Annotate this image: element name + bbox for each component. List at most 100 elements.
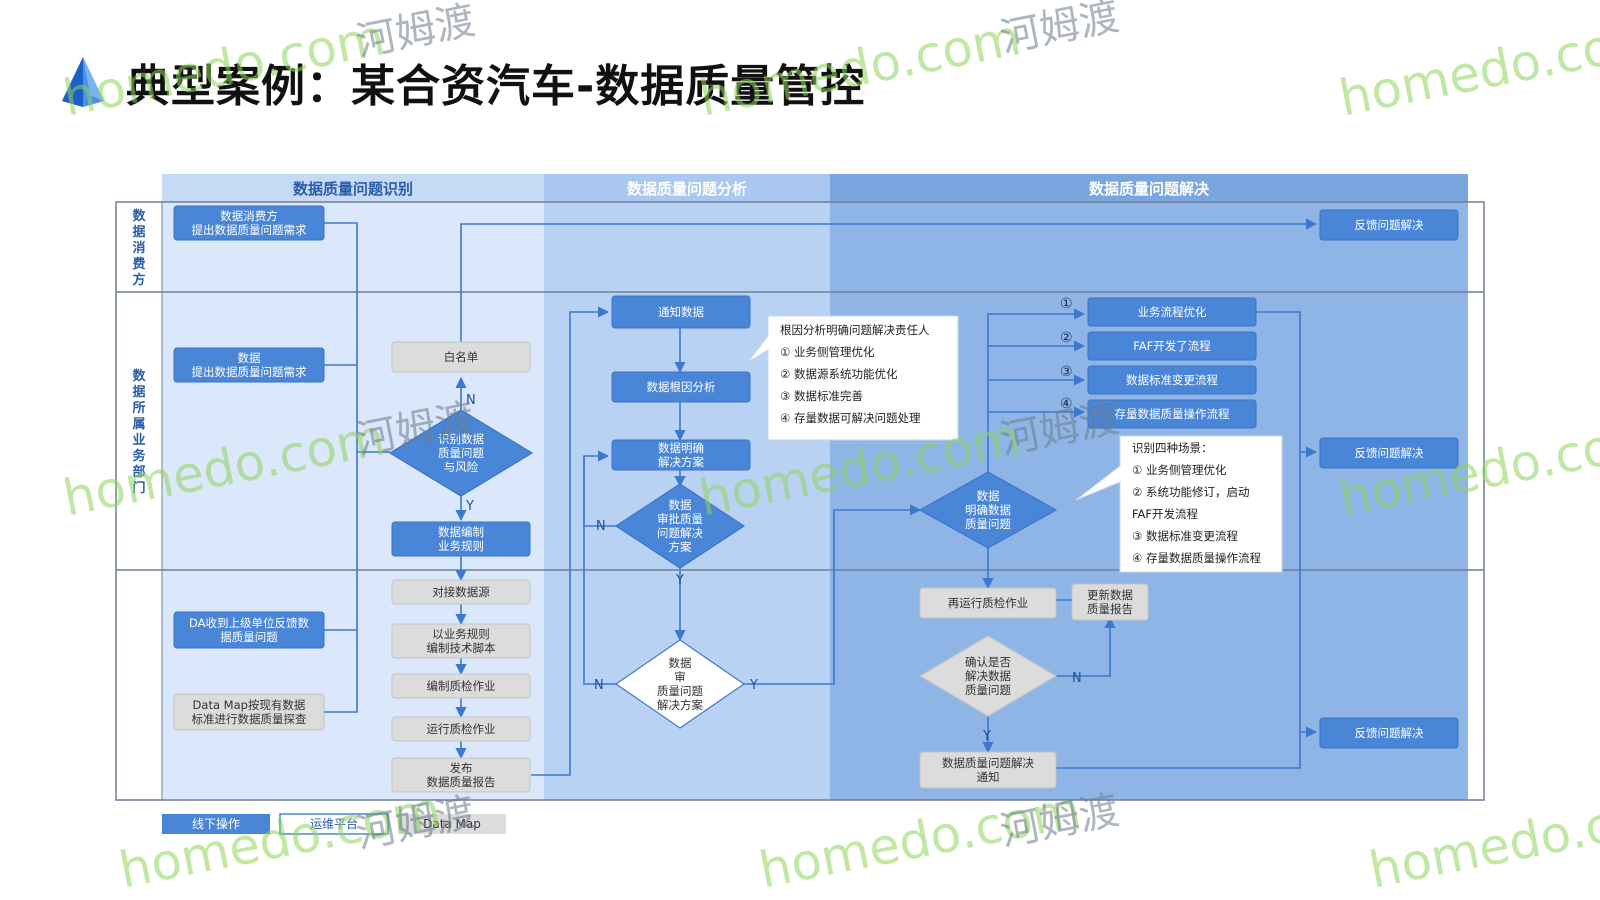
branch-label-n-confirm: N [1072, 671, 1082, 686]
lane-label-1: 数据消费方 [132, 208, 146, 288]
node-write-job: 编制质检作业 [391, 673, 531, 699]
option-number-3: ③ [1060, 364, 1073, 380]
node-label: 数据编制业务规则 [438, 525, 484, 553]
callout-line: ④ 存量数据质量操作流程 [1132, 551, 1261, 565]
legend-ops-swatch [279, 813, 389, 835]
node-label: Data Map按现有数据标准进行数据质量探查 [192, 698, 307, 726]
node-label: 确认是否解决数据质量问题 [965, 655, 1011, 697]
branch-label-y-approve: Y [749, 678, 758, 693]
page-title: 典型案例：某合资汽车-数据质量管控 [126, 61, 866, 112]
node-root-cause: 数据根因分析 [611, 371, 751, 403]
node-label: 发布数据质量报告 [427, 761, 496, 789]
title-bar: 典型案例：某合资汽车-数据质量管控 [60, 52, 865, 112]
node-label: 再运行质检作业 [948, 596, 1029, 610]
node-label: 业务流程优化 [1138, 305, 1207, 319]
legend-offline-swatch [162, 814, 270, 834]
node-identify: 识别数据质量问题与风险 [388, 409, 534, 497]
node-confirm: 确认是否解决数据质量问题 [918, 635, 1058, 717]
callout-line: 根因分析明确问题解决责任人 [780, 323, 930, 337]
node-approve: 数据审质量问题解决方案 [614, 639, 746, 729]
legend-ops-label: 运维平台 [310, 816, 358, 831]
node-label: 更新数据质量报告 [1087, 588, 1133, 616]
node-label: 白名单 [444, 350, 479, 364]
phase-title-solve: 数据质量问题解决 [1089, 180, 1210, 198]
callout-line: ② 数据源系统功能优化 [780, 367, 898, 381]
callout-line: ② 系统功能修订，启动 [1132, 485, 1249, 499]
node-label: 通知数据 [658, 305, 704, 319]
callout-line: ① 业务侧管理优化 [780, 345, 875, 359]
phase-analyze-header [544, 174, 830, 202]
node-label: DA收到上级单位反馈数据质量问题 [189, 616, 310, 644]
callout-line: ① 业务侧管理优化 [1132, 463, 1227, 477]
node-opt1: 业务流程优化 [1087, 297, 1257, 327]
option-number-4: ④ [1060, 396, 1073, 412]
node-label: 数据根因分析 [647, 380, 716, 394]
node-label: 数据审批质量问题解决方案 [657, 498, 703, 554]
node-clarify: 数据明确数据质量问题 [918, 471, 1058, 549]
node-connect-source: 对接数据源 [391, 579, 531, 605]
node-label: 编制质检作业 [427, 679, 496, 693]
node-label: 数据审质量问题解决方案 [657, 656, 703, 712]
node-publish-report: 发布数据质量报告 [391, 757, 531, 793]
node-label: FAF开发了流程 [1133, 339, 1211, 353]
node-update-report: 更新数据质量报告 [1071, 583, 1149, 621]
node-rerun: 再运行质检作业 [919, 587, 1057, 619]
legend-datamap-label: Data Map [423, 817, 481, 831]
branch-label-y-identify: Y [465, 499, 474, 514]
node-label: 识别数据质量问题与风险 [438, 432, 484, 474]
node-consumer-req: 数据消费方提出数据质量问题需求 [173, 205, 325, 241]
callout-line: ③ 数据标准完善 [780, 389, 863, 403]
node-label: 对接数据源 [432, 585, 490, 599]
phase-solve-header [830, 174, 1468, 202]
node-opt3: 数据标准变更流程 [1087, 365, 1257, 395]
phase-title-analyze: 数据质量问题分析 [627, 180, 747, 198]
branch-label-n-approve: N [594, 678, 604, 693]
lane-frame [115, 201, 1485, 801]
callout-line: ④ 存量数据可解决问题处理 [780, 411, 921, 425]
phase-identify-header [162, 174, 544, 202]
option-number-1: ① [1060, 296, 1073, 312]
node-datamap-probe: Data Map按现有数据标准进行数据质量探查 [173, 693, 325, 731]
node-run-job: 运行质检作业 [391, 716, 531, 742]
node-label: 数据提出数据质量问题需求 [192, 351, 307, 379]
node-opt4: 存量数据质量操作流程 [1087, 399, 1257, 429]
node-label: 数据明确数据质量问题 [965, 489, 1011, 531]
node-label: 存量数据质量操作流程 [1115, 407, 1230, 421]
crystal-icon [62, 57, 104, 107]
node-label: 数据质量问题解决通知 [942, 756, 1034, 784]
node-dept-req: 数据提出数据质量问题需求 [173, 347, 325, 383]
node-label: 运行质检作业 [427, 722, 496, 736]
callout-line: ③ 数据标准变更流程 [1132, 529, 1238, 543]
node-notify-solved: 数据质量问题解决通知 [919, 751, 1057, 789]
node-feedback1: 反馈问题解决 [1319, 209, 1459, 241]
node-label: 反馈问题解决 [1355, 218, 1424, 232]
callout-line: FAF开发流程 [1132, 507, 1199, 521]
legend-offline-label: 线下操作 [192, 816, 240, 831]
callout-line: 识别四种场景： [1132, 441, 1213, 455]
node-review-solution: 数据审批质量问题解决方案 [614, 483, 746, 569]
scenario-callout: 识别四种场景： ① 业务侧管理优化 ② 系统功能修订，启动 FAF开发流程 ③ 数据标准… [1075, 435, 1283, 573]
node-label: 数据消费方提出数据质量问题需求 [192, 209, 307, 237]
branch-label-y-review: Y [675, 573, 684, 588]
node-whitelist: 白名单 [391, 341, 531, 373]
node-opt2: FAF开发了流程 [1087, 331, 1257, 361]
node-feedback3: 反馈问题解决 [1319, 717, 1459, 749]
branch-label-n-identify: N [466, 393, 476, 408]
node-define-solution: 数据明确解决方案 [611, 439, 751, 471]
phase-title-identify: 数据质量问题识别 [293, 180, 413, 198]
node-label: 反馈问题解决 [1355, 446, 1424, 460]
legend: 线下操作 运维平台 Data Map [162, 813, 506, 835]
root-cause-callout: 根因分析明确问题解决责任人 ① 业务侧管理优化 ② 数据源系统功能优化 ③ 数据标准完… [747, 315, 959, 441]
connectors [324, 218, 1318, 776]
branch-label-y-confirm: Y [982, 729, 991, 744]
node-label: 反馈问题解决 [1355, 726, 1424, 740]
node-write-script: 以业务规则编制技术脚本 [391, 623, 531, 659]
node-label: 数据明确解决方案 [658, 441, 704, 469]
node-notify: 通知数据 [611, 295, 751, 329]
node-label: 以业务规则编制技术脚本 [427, 627, 496, 655]
legend-datamap-swatch [398, 814, 506, 834]
